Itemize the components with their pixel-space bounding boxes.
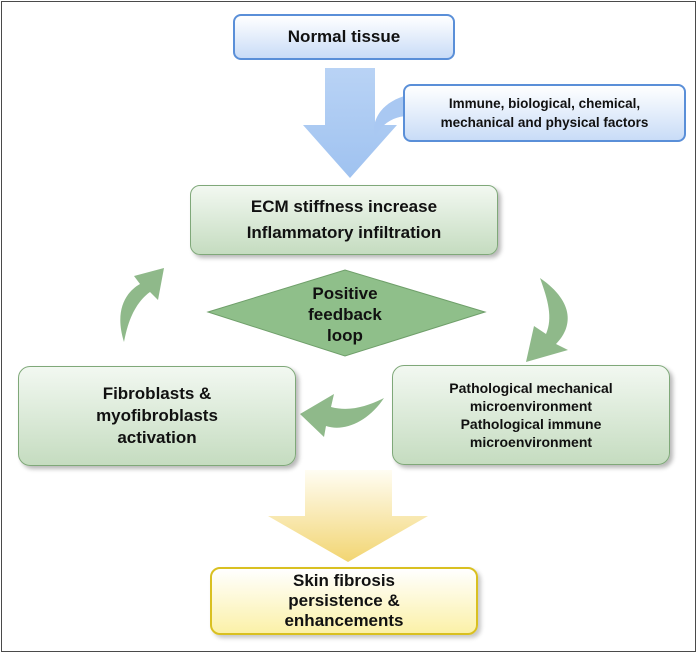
pathological-line-4: microenvironment [469, 434, 593, 450]
ecm-line-1: ECM stiffness increase [250, 197, 438, 216]
fibroblasts-line-2: myofibroblasts [96, 406, 218, 425]
feedback-line-3: loop [327, 325, 363, 345]
cycle-arrow-fibroblasts-to-ecm [120, 268, 164, 342]
positive-feedback-label: Positive feedback loop [285, 282, 405, 346]
pathological-box: Pathological mechanical microenvironment… [392, 365, 670, 465]
skin-line-3: enhancements [284, 611, 404, 630]
down-arrow-to-skin-fibrosis [268, 470, 428, 562]
ecm-line-2: Inflammatory infiltration [246, 223, 442, 242]
cycle-arrow-pathological-to-fibroblasts [300, 394, 384, 437]
factors-box: Immune, biological, chemical, mechanical… [403, 84, 686, 142]
pathological-line-1: Pathological mechanical [449, 380, 613, 396]
factors-line-1: Immune, biological, chemical, [448, 96, 641, 111]
fibroblasts-box: Fibroblasts & myofibroblasts activation [18, 366, 296, 466]
factors-line-2: mechanical and physical factors [440, 115, 649, 130]
skin-line-1: Skin fibrosis [292, 571, 396, 590]
skin-fibrosis-box: Skin fibrosis persistence & enhancements [210, 567, 478, 635]
normal-tissue-label: Normal tissue [287, 27, 401, 46]
pathological-line-2: microenvironment [469, 398, 593, 414]
down-arrow-normal-to-ecm [303, 68, 397, 178]
factors-merge-arrow [374, 95, 408, 140]
cycle-arrow-ecm-to-pathological [526, 278, 568, 362]
fibroblasts-line-1: Fibroblasts & [102, 384, 212, 403]
ecm-box: ECM stiffness increase Inflammatory infi… [190, 185, 498, 255]
positive-feedback-diamond [206, 269, 487, 357]
skin-line-2: persistence & [288, 591, 400, 610]
fibroblasts-line-3: activation [117, 428, 197, 447]
normal-tissue-box: Normal tissue [233, 14, 455, 60]
pathological-line-3: Pathological immune [460, 416, 602, 432]
feedback-line-1: Positive [312, 283, 378, 303]
feedback-line-2: feedback [308, 304, 382, 324]
